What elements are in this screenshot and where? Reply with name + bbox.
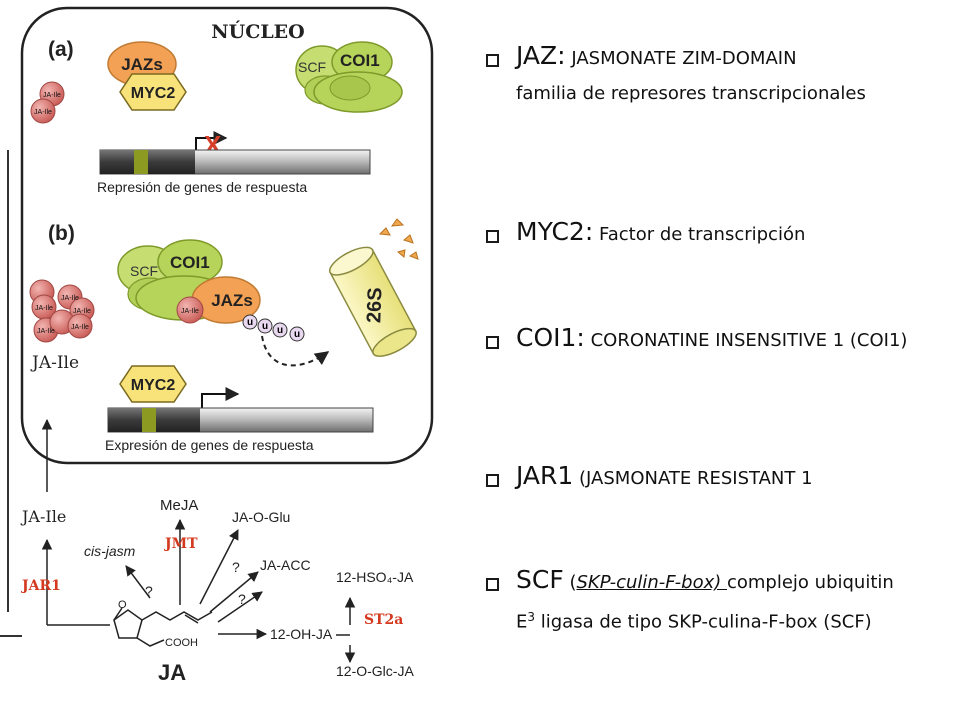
- jasmonate-signaling-diagram: NÚCLEO (a) JA-Ile JA-Ile JAZs MYC2 SCF C…: [0, 6, 434, 685]
- dna-bar-b: [107, 407, 374, 433]
- myc2-label-b: MYC2: [131, 377, 176, 394]
- promoter-arrow-a: [195, 131, 228, 150]
- svg-text:JA-Ile: JA-Ile: [34, 109, 52, 116]
- svg-text:u: u: [277, 325, 283, 336]
- term-coi1: COI1: [516, 323, 577, 352]
- unknown-2: ?: [232, 559, 240, 575]
- scf-coi1-complex-b: SCF COI1: [117, 239, 233, 321]
- scf-label-a: SCF: [298, 59, 326, 75]
- proteasome-26s: 26S: [328, 246, 417, 357]
- myc2-hexagon-a: [119, 73, 187, 111]
- pathway-ja-o-glu: JA-O-Glu: [232, 509, 290, 525]
- coi1-label-a: COI1: [340, 51, 380, 70]
- svg-text:JA-Ile: JA-Ile: [35, 305, 53, 312]
- pathway-ja-ile: JA-Ile: [20, 507, 66, 526]
- degradation-arrow: [261, 335, 330, 367]
- nucleus-title: NÚCLEO: [211, 20, 304, 43]
- ja-ile-bound: [176, 296, 204, 324]
- svg-text:JA-Ile: JA-Ile: [71, 324, 89, 331]
- peptide-fragments: [378, 218, 419, 260]
- bullet-box-icon: [486, 474, 499, 487]
- term-jaz: JAZ: [516, 41, 558, 70]
- myc2-label-a: MYC2: [131, 85, 176, 102]
- panel-b-label: (b): [48, 222, 75, 245]
- ja-ile-pool: JA-Ile JA-Ile JA-Ile JA-Ile JA-Ile: [29, 279, 95, 343]
- unknown-1: ?: [145, 583, 153, 599]
- myc2-hexagon-b: [119, 365, 187, 403]
- svg-text:JA-Ile: JA-Ile: [37, 328, 55, 335]
- pathway-12-hso4-ja: 12-HSO₄-JA: [336, 569, 414, 585]
- ja-ile-molecule-a: JA-Ile JA-Ile: [30, 81, 65, 124]
- svg-text:u: u: [262, 321, 268, 332]
- pathway-12-o-glc-ja: 12-O-Glc-JA: [336, 663, 414, 679]
- dna-bar-a: [99, 149, 371, 175]
- scf-expansion: SKP-culin-F-box): [576, 572, 727, 593]
- term-jar1: JAR1: [516, 461, 574, 490]
- unknown-3: ?: [238, 591, 246, 607]
- svg-text:JA-Ile: JA-Ile: [61, 295, 79, 302]
- coi1-label-b: COI1: [170, 253, 210, 272]
- ja-label: JA: [158, 660, 186, 685]
- ja-ile-pool-label: JA-Ile: [30, 353, 79, 373]
- proteasome-label: 26S: [363, 287, 386, 323]
- bullet-box-icon: [486, 54, 499, 67]
- panel-a-label: (a): [48, 38, 74, 61]
- enzyme-st2a: ST2a: [364, 612, 403, 628]
- nucleus-frame: [20, 6, 434, 465]
- panel-a: (a) JA-Ile JA-Ile JAZs MYC2 SCF COI1 X: [30, 38, 403, 195]
- ubiquitin-chain: u u u u: [242, 314, 305, 342]
- desc-myc2: Factor de transcripción: [593, 224, 806, 245]
- term-scf: SCF: [516, 565, 564, 594]
- oxygen-label: O: [118, 599, 127, 611]
- pathway: JA-Ile JAR1 cis-jasm ? MeJA JMT JA-O-Glu…: [20, 497, 414, 685]
- scf-coi1-complex-a: SCF COI1: [295, 41, 403, 113]
- svg-text:JA-Ile: JA-Ile: [181, 308, 199, 315]
- svg-text:JA-Ile: JA-Ile: [73, 308, 91, 315]
- pathway-ja-acc: JA-ACC: [260, 557, 311, 573]
- panel-b: (b) JA-Ile JA-Ile JA-Ile JA-Ile JA-Ile J…: [29, 218, 419, 453]
- desc-coi1: CORONATINE INSENSITIVE 1 (COI1): [584, 330, 908, 351]
- cooh-label: COOH: [165, 637, 198, 649]
- enzyme-jar1: JAR1: [20, 578, 61, 594]
- term-myc2: MYC2: [516, 217, 585, 246]
- pathway-12-oh-ja: 12-OH-JA: [270, 626, 333, 642]
- bullet-box-icon: [486, 336, 499, 349]
- ja-molecule-structure: [113, 607, 213, 647]
- desc-jar1: (JASMONATE RESISTANT 1: [573, 468, 813, 489]
- caption-a: Represión de genes de respuesta: [97, 179, 307, 195]
- pathway-cis-jasm: cis-jasm: [84, 543, 136, 559]
- caption-b: Expresión de genes de respuesta: [105, 437, 314, 453]
- scf-label-b: SCF: [130, 263, 158, 279]
- desc-scf: complejo ubiquitin E: [516, 572, 894, 633]
- jazs-label-b: JAZs: [211, 291, 253, 310]
- svg-text:u: u: [247, 317, 253, 328]
- enzyme-jmt: JMT: [163, 536, 198, 552]
- promoter-arrow-b: [201, 387, 240, 408]
- bullet-box-icon: [486, 578, 499, 591]
- bullet-box-icon: [486, 230, 499, 243]
- pathway-meja: MeJA: [160, 497, 198, 514]
- jazs-label-a: JAZs: [121, 55, 163, 74]
- svg-text:JA-Ile: JA-Ile: [43, 92, 61, 99]
- desc-jaz: familia de represores transcripcionales: [516, 83, 866, 104]
- svg-text:u: u: [294, 329, 300, 340]
